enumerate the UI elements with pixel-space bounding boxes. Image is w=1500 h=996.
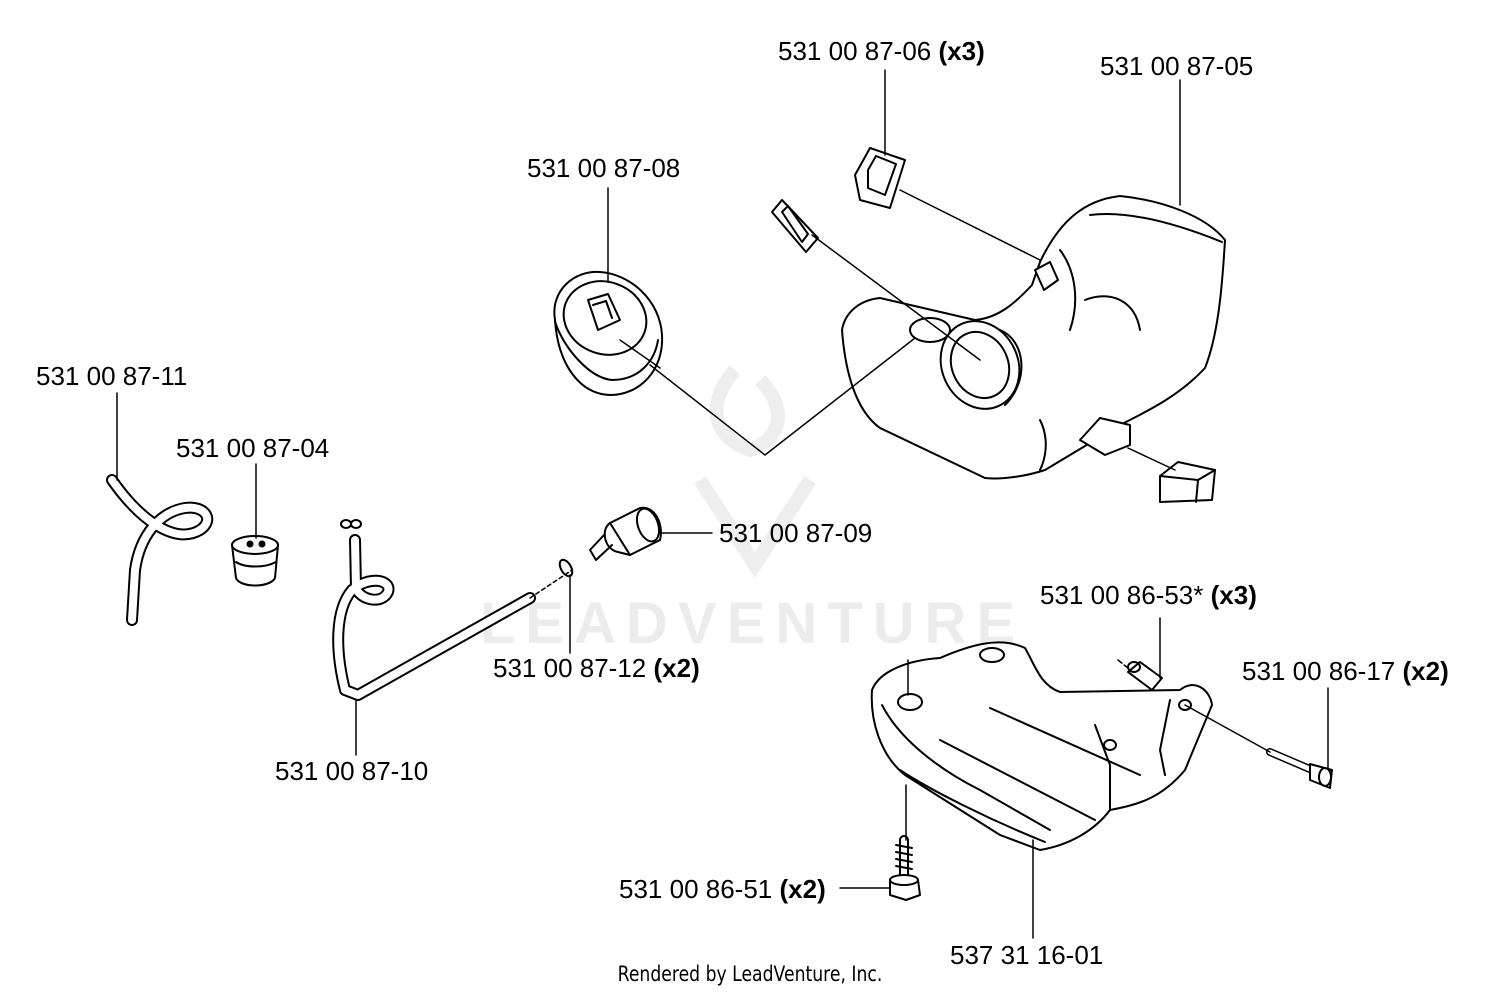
callout-531-00-87-10: 531 00 87-10 bbox=[275, 756, 428, 786]
part-number: 531 00 87-06 bbox=[778, 36, 932, 66]
callout-531-00-86-51: 531 00 86-51 (x2) bbox=[619, 874, 826, 904]
part-number: 531 00 87-10 bbox=[275, 756, 429, 786]
part-number: 531 00 87-09 bbox=[719, 518, 873, 548]
callout-531-00-87-08: 531 00 87-08 bbox=[527, 153, 680, 183]
grommet-right bbox=[1159, 461, 1216, 503]
part-number: 531 00 87-04 bbox=[176, 433, 330, 463]
skid-plate bbox=[870, 641, 1213, 851]
quantity: (x2) bbox=[1402, 656, 1449, 686]
callout-531-00-87-09: 531 00 87-09 bbox=[719, 518, 872, 548]
callout-537-31-16-01: 537 31 16-01 bbox=[950, 940, 1103, 970]
quantity: (x3) bbox=[1210, 580, 1257, 610]
part-number: 531 00 87-11 bbox=[36, 361, 188, 391]
hose-clamp bbox=[558, 558, 574, 578]
callout-531-00-87-05: 531 00 87-05 bbox=[1100, 51, 1253, 81]
part-number: 537 31 16-01 bbox=[950, 940, 1104, 970]
callout-531-00-87-11: 531 00 87-11 bbox=[36, 361, 187, 391]
quantity: (x3) bbox=[938, 36, 985, 66]
fuel-hose bbox=[106, 474, 214, 626]
callout-leaders bbox=[116, 69, 1329, 939]
quantity: (x2) bbox=[779, 874, 826, 904]
grommet-top bbox=[854, 147, 906, 209]
watermark: LEADVENTURE bbox=[480, 591, 1026, 656]
footer-credit: Rendered by LeadVenture, Inc. bbox=[617, 962, 883, 986]
callout-531-00-87-12: 531 00 87-12 (x2) bbox=[493, 653, 700, 683]
fuel-filter bbox=[231, 535, 279, 587]
part-number: 531 00 87-08 bbox=[527, 153, 681, 183]
callout-531-00-87-04: 531 00 87-04 bbox=[176, 433, 329, 463]
fuel-tank bbox=[841, 195, 1226, 480]
watermark-logo bbox=[694, 365, 816, 578]
quantity: (x2) bbox=[653, 653, 700, 683]
part-number: 531 00 86-17 bbox=[1242, 656, 1396, 686]
part-number: 531 00 86-51 bbox=[619, 874, 773, 904]
callout-531-00-86-53: 531 00 86-53* (x3) bbox=[1040, 580, 1257, 610]
spacer bbox=[1127, 661, 1163, 691]
part-number: 531 00 87-12 bbox=[493, 653, 647, 683]
fuel-cap bbox=[553, 270, 664, 396]
clamp-small bbox=[340, 519, 362, 529]
bolt-long bbox=[1266, 748, 1333, 789]
part-number: 531 00 87-05 bbox=[1100, 51, 1254, 81]
grommet-left bbox=[771, 199, 819, 253]
callout-531-00-87-06: 531 00 87-06 (x3) bbox=[778, 36, 985, 66]
part-number: 531 00 86-53* bbox=[1040, 580, 1204, 610]
primer-hose bbox=[332, 534, 536, 701]
callout-531-00-86-17: 531 00 86-17 (x2) bbox=[1242, 656, 1449, 686]
fuel-line-filter bbox=[589, 506, 662, 561]
bolt-short bbox=[889, 835, 921, 901]
